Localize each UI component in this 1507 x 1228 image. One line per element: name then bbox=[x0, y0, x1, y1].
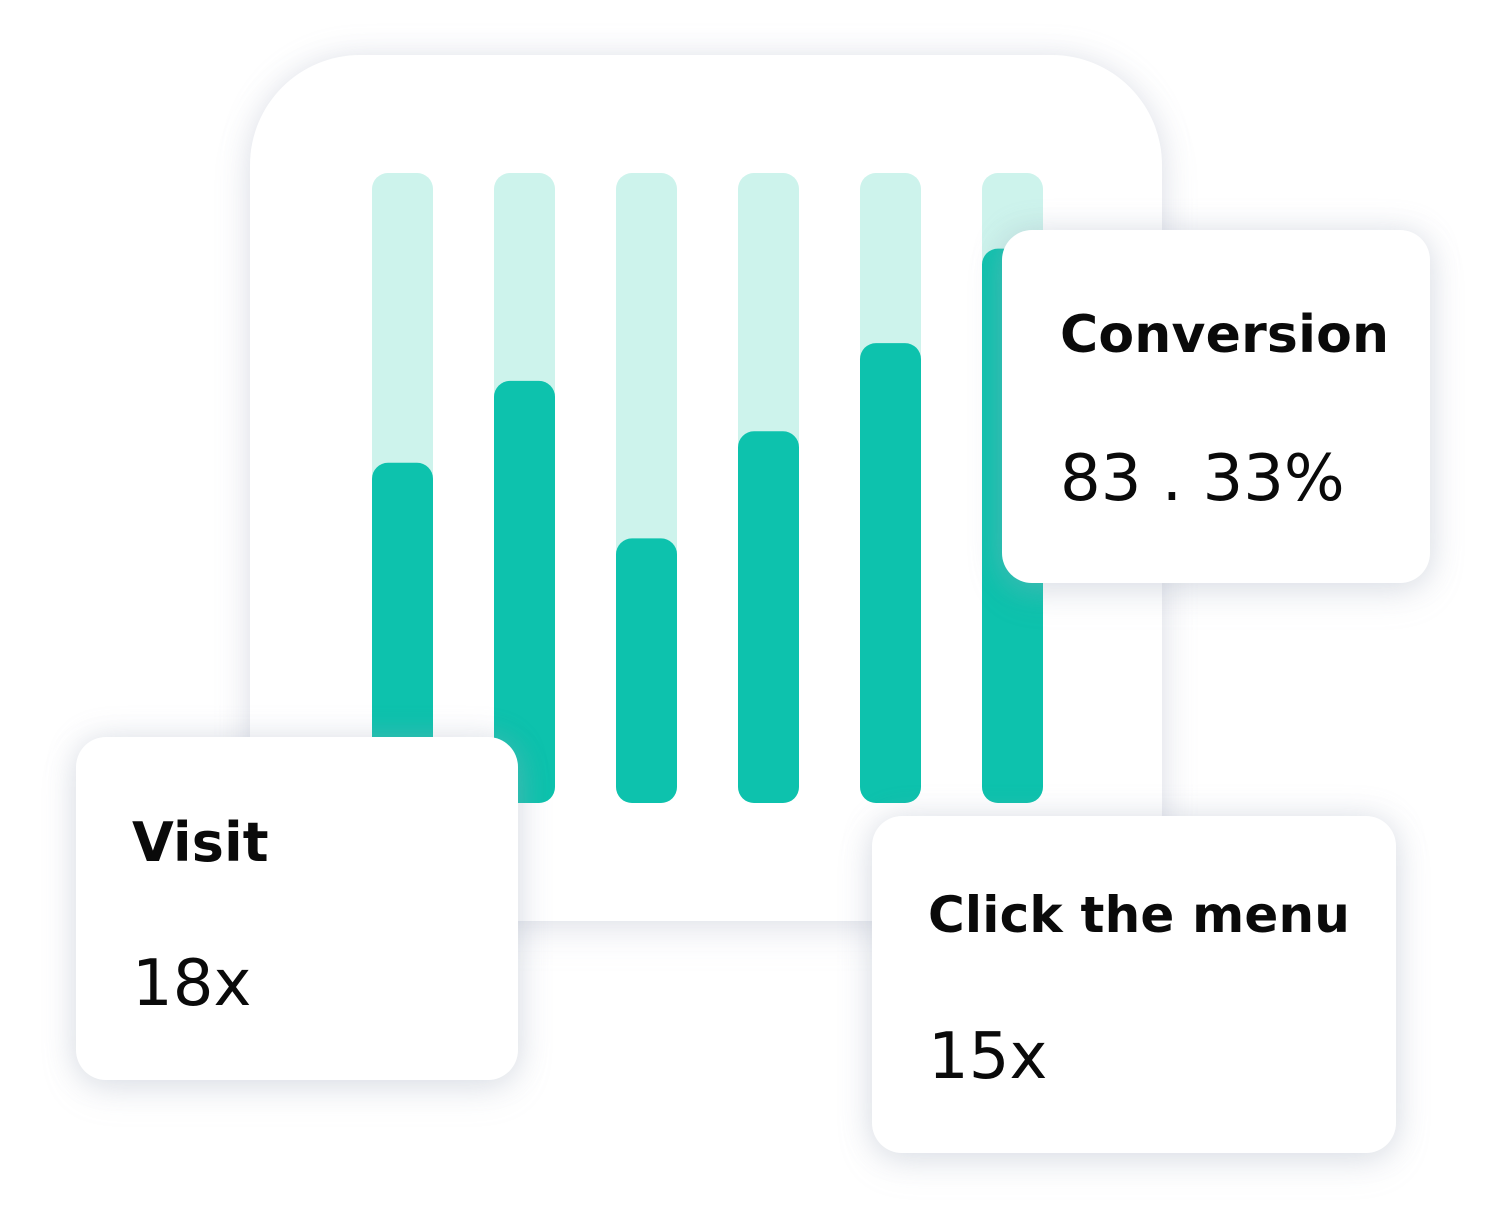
visit-card: Visit 18x bbox=[76, 737, 518, 1080]
bar-chart bbox=[372, 173, 1043, 804]
conversion-label: Conversion bbox=[1060, 305, 1390, 365]
click-menu-label: Click the menu bbox=[928, 886, 1351, 944]
bar-chart-card bbox=[250, 55, 1162, 921]
click-menu-card: Click the menu 15x bbox=[872, 816, 1396, 1153]
visit-label: Visit bbox=[132, 811, 269, 874]
bar-4 bbox=[738, 431, 799, 803]
bar-5 bbox=[860, 343, 921, 803]
conversion-value: 83 . 33% bbox=[1060, 442, 1345, 516]
bar-2 bbox=[494, 380, 555, 803]
conversion-card: Conversion 83 . 33% bbox=[1002, 230, 1430, 583]
click-menu-value: 15x bbox=[928, 1020, 1048, 1094]
visit-value: 18x bbox=[132, 947, 252, 1021]
bar-1 bbox=[372, 462, 433, 803]
bar-3 bbox=[616, 538, 677, 803]
